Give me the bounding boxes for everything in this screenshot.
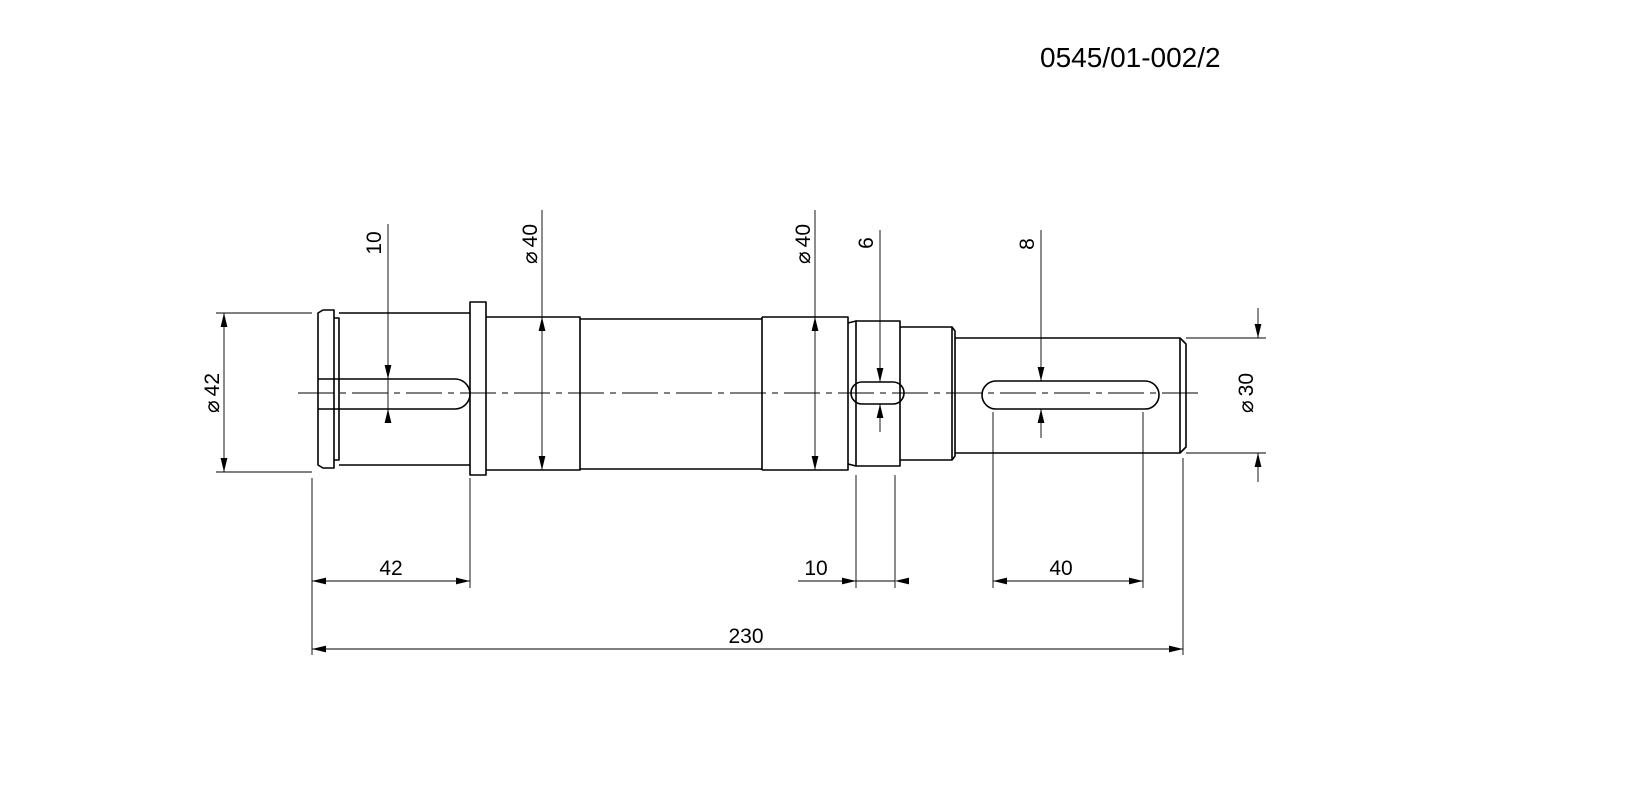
dim-len-230: 230 <box>311 458 1184 655</box>
dim-len-10: 10 <box>798 475 909 588</box>
middle-body <box>580 317 763 470</box>
left-groove <box>334 317 340 461</box>
dim-d40-left-label: ⌀40 <box>519 224 542 264</box>
dim-d42: ⌀42 <box>201 312 312 473</box>
dim-len-40: 40 <box>992 412 1144 588</box>
section-d30 <box>955 337 1187 454</box>
dim-d40-left: ⌀40 <box>519 210 546 470</box>
dim-d30: ⌀30 <box>1186 308 1266 482</box>
section-d40-right <box>762 316 849 471</box>
drawing-number: 0545/01-002/2 <box>1040 42 1221 73</box>
dim-d30-label: ⌀30 <box>1235 373 1258 413</box>
groove-body <box>856 320 901 467</box>
dim-key-width-left: 10 <box>363 224 392 423</box>
dim-key-width-left-label: 10 <box>363 231 386 254</box>
keyway-left <box>318 378 471 410</box>
section-d40-left <box>486 316 581 471</box>
section-d42 <box>339 312 470 466</box>
shaft-end-left <box>317 309 335 469</box>
step-section <box>900 326 953 461</box>
dim-len-40-label: 40 <box>1049 557 1072 580</box>
dim-d42-label: ⌀42 <box>201 373 224 413</box>
dim-len-230-label: 230 <box>728 625 763 648</box>
dim-d40-right-label: ⌀40 <box>792 224 815 264</box>
keyway-groove <box>850 381 905 405</box>
shaft-outline <box>317 301 1187 476</box>
dim-key-width-right-label: 8 <box>1016 238 1039 250</box>
step-chamfer <box>951 326 956 461</box>
dim-key-width-right: 8 <box>1016 230 1045 438</box>
dim-d40-right: ⌀40 <box>792 210 819 470</box>
dim-len-10-label: 10 <box>804 557 827 580</box>
dim-key-width-groove-label: 6 <box>855 237 878 249</box>
dim-len-42-label: 42 <box>379 557 402 580</box>
dim-len-42: 42 <box>311 478 471 588</box>
dim-key-width-groove: 6 <box>855 230 884 432</box>
groove-section <box>847 320 857 467</box>
keyway-right <box>981 380 1160 410</box>
collar <box>469 301 487 476</box>
